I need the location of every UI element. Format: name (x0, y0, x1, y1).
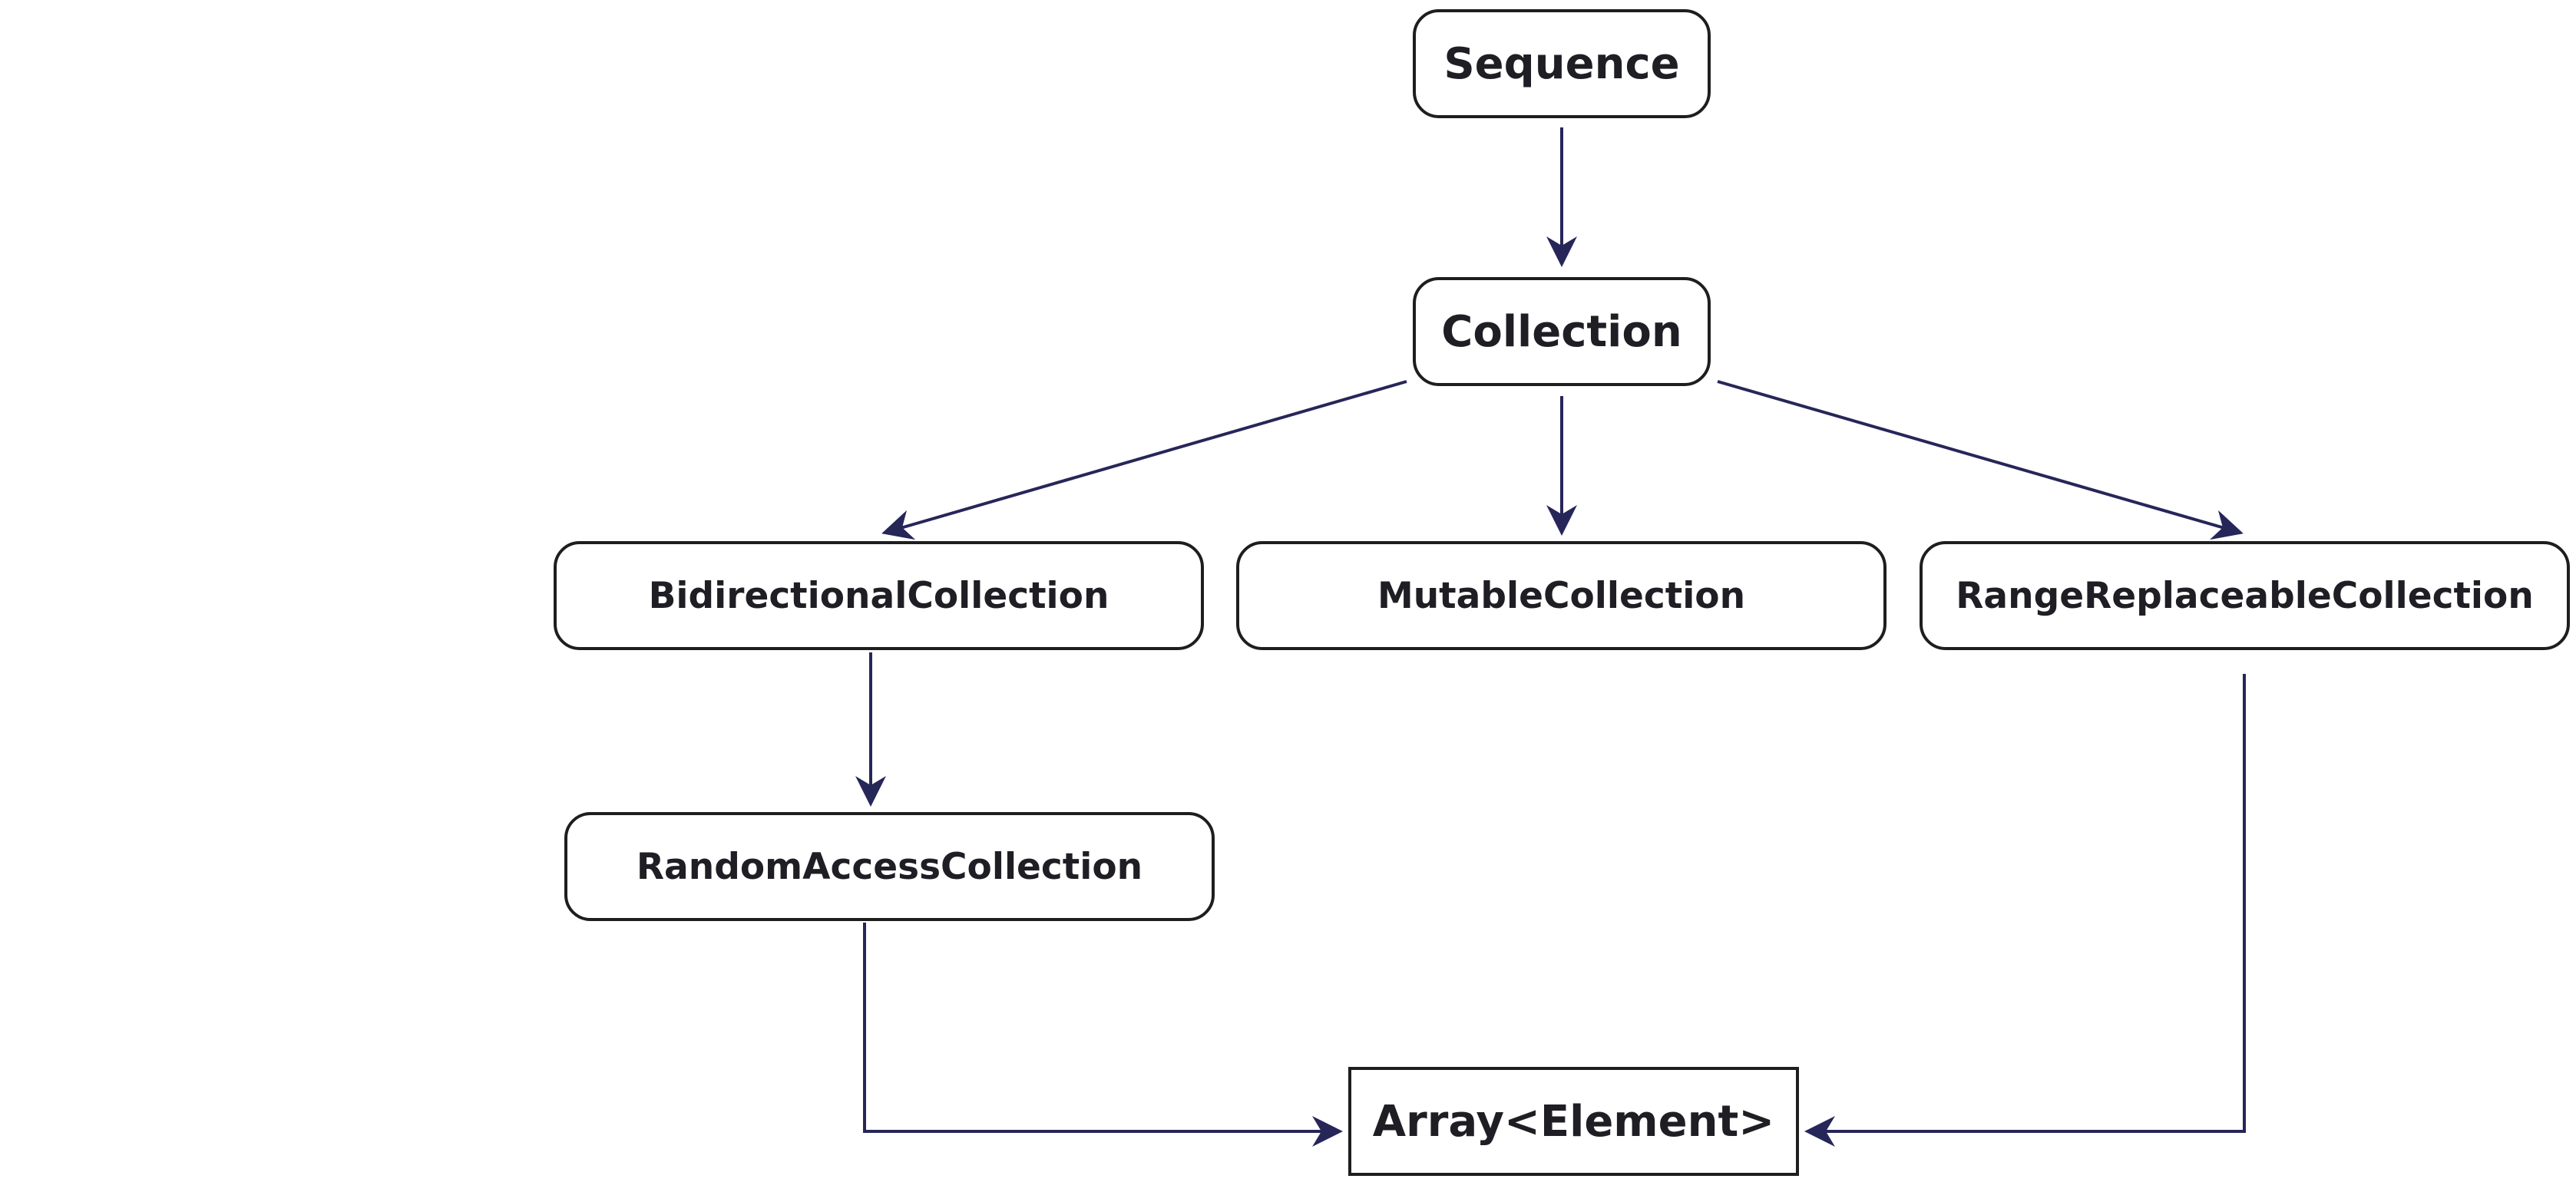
node-bidirectional-collection: BidirectionalCollection (554, 541, 1204, 650)
node-bidirectional-collection-label: BidirectionalCollection (648, 574, 1109, 617)
node-sequence: Sequence (1413, 9, 1711, 118)
node-array-element: Array<Element> (1348, 1067, 1799, 1176)
node-random-access-collection-label: RandomAccessCollection (636, 845, 1143, 888)
edge-random-access-to-array (863, 923, 1343, 1147)
node-array-element-label: Array<Element> (1372, 1096, 1775, 1147)
node-range-replaceable-collection-label: RangeReplaceableCollection (1956, 574, 2534, 617)
node-sequence-label: Sequence (1443, 38, 1680, 89)
node-mutable-collection: MutableCollection (1236, 541, 1887, 650)
node-collection-label: Collection (1441, 306, 1682, 357)
edge-range-replaceable-to-array (1804, 674, 2246, 1147)
node-mutable-collection-label: MutableCollection (1377, 574, 1746, 617)
node-random-access-collection: RandomAccessCollection (564, 812, 1215, 921)
edge-collection-to-range-replaceable (1717, 380, 2244, 540)
node-collection: Collection (1413, 277, 1711, 386)
edge-collection-to-bidirectional (881, 380, 1407, 540)
node-range-replaceable-collection: RangeReplaceableCollection (1920, 541, 2570, 650)
